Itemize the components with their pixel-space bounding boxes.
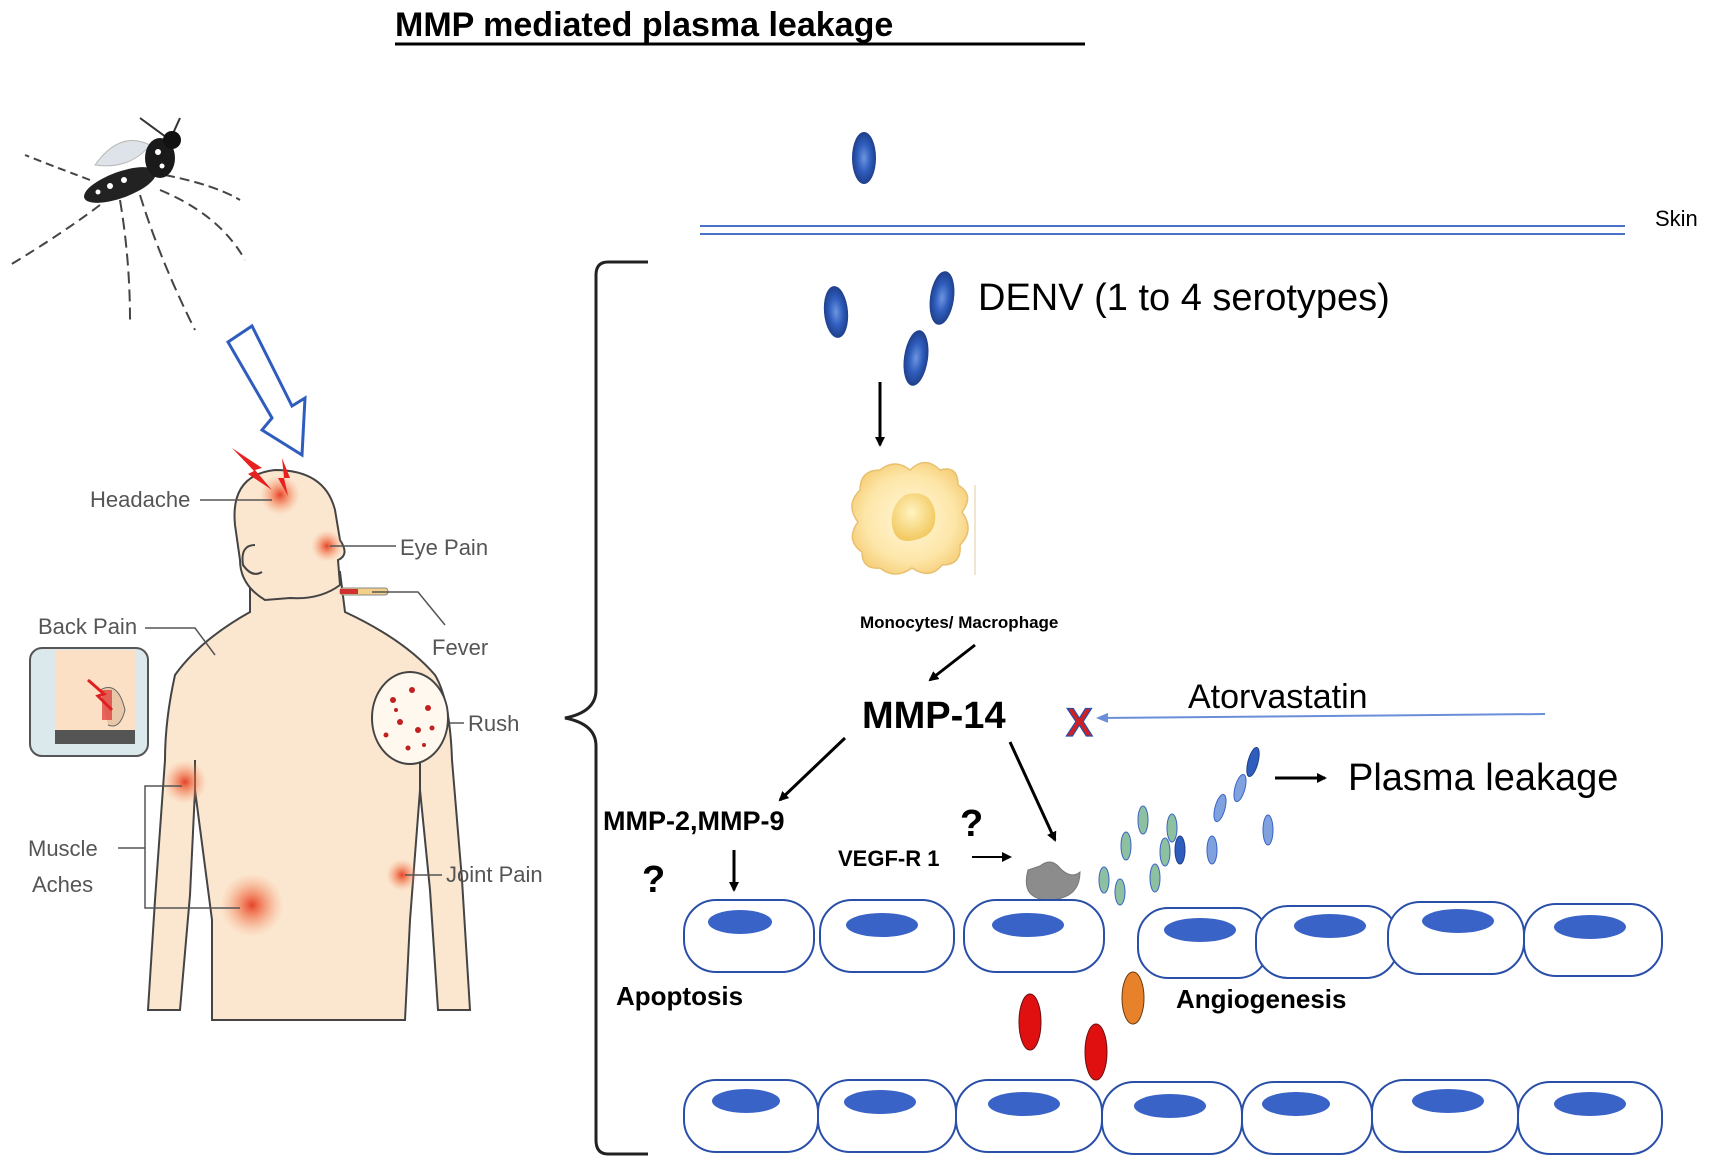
back-pain-inset [29,647,149,757]
curly-brace [564,260,648,1156]
question-mark-1: ? [642,859,665,901]
endothelial-layer-bottom [683,1079,1663,1155]
vegf-receptor-icon [1025,861,1081,901]
virus-particle [852,132,876,184]
diagram-title: MMP mediated plasma leakage [395,6,893,44]
label-back-pain: Back Pain [38,614,137,639]
arrow-to-receptor [1008,741,1057,842]
virus-particle [823,286,849,338]
label-apoptosis: Apoptosis [616,981,743,1011]
endothelial-layer-top [683,899,1663,979]
lightning-icon [232,448,272,490]
eye-pain-spot [311,530,343,562]
label-joint-pain: Joint Pain [446,862,543,887]
label-rush: Rush [468,711,519,736]
atorvastatin-arrow [1096,712,1546,723]
red-blood-cell [1018,993,1042,1051]
label-denv: DENV (1 to 4 serotypes) [978,277,1390,319]
block-x-icon: X [1066,701,1093,745]
label-muscle: Muscle [28,836,98,861]
joint-pain-spot [386,859,418,891]
label-monocytes: Monocytes/ Macrophage [860,613,1058,632]
label-vegfr1: VEGF-R 1 [838,846,939,871]
virus-particle [903,330,929,386]
arrow-to-mmp2-9 [778,736,847,802]
label-mmp14: MMP-14 [862,695,1006,737]
label-skin: Skin [1655,206,1698,231]
orange-cell [1121,971,1145,1025]
mosquito-icon [9,117,246,331]
label-angiogenesis: Angiogenesis [1176,984,1346,1014]
leaking-particles [1098,746,1274,906]
bite-arrow-icon [225,323,307,458]
arrow-to-mmp14 [928,643,976,682]
red-blood-cell [1084,1023,1108,1081]
lightning-icon-2 [278,458,290,496]
label-aches: Aches [32,872,93,897]
label-fever: Fever [432,635,488,660]
question-mark-2: ? [960,803,983,845]
muscle-spot-arm [163,760,207,804]
macrophage-cell-icon [851,461,976,575]
muscle-spot-belly [220,873,284,937]
label-atorvastatin: Atorvastatin [1188,678,1368,716]
label-plasma-leakage: Plasma leakage [1348,757,1618,799]
label-headache: Headache [90,487,190,512]
rash-inset [371,671,449,765]
label-leader-lines [118,499,464,909]
virus-particle [929,271,955,325]
label-eye-pain: Eye Pain [400,535,488,560]
label-mmp2-9: MMP-2,MMP-9 [603,806,785,836]
headache-spot [260,475,300,515]
